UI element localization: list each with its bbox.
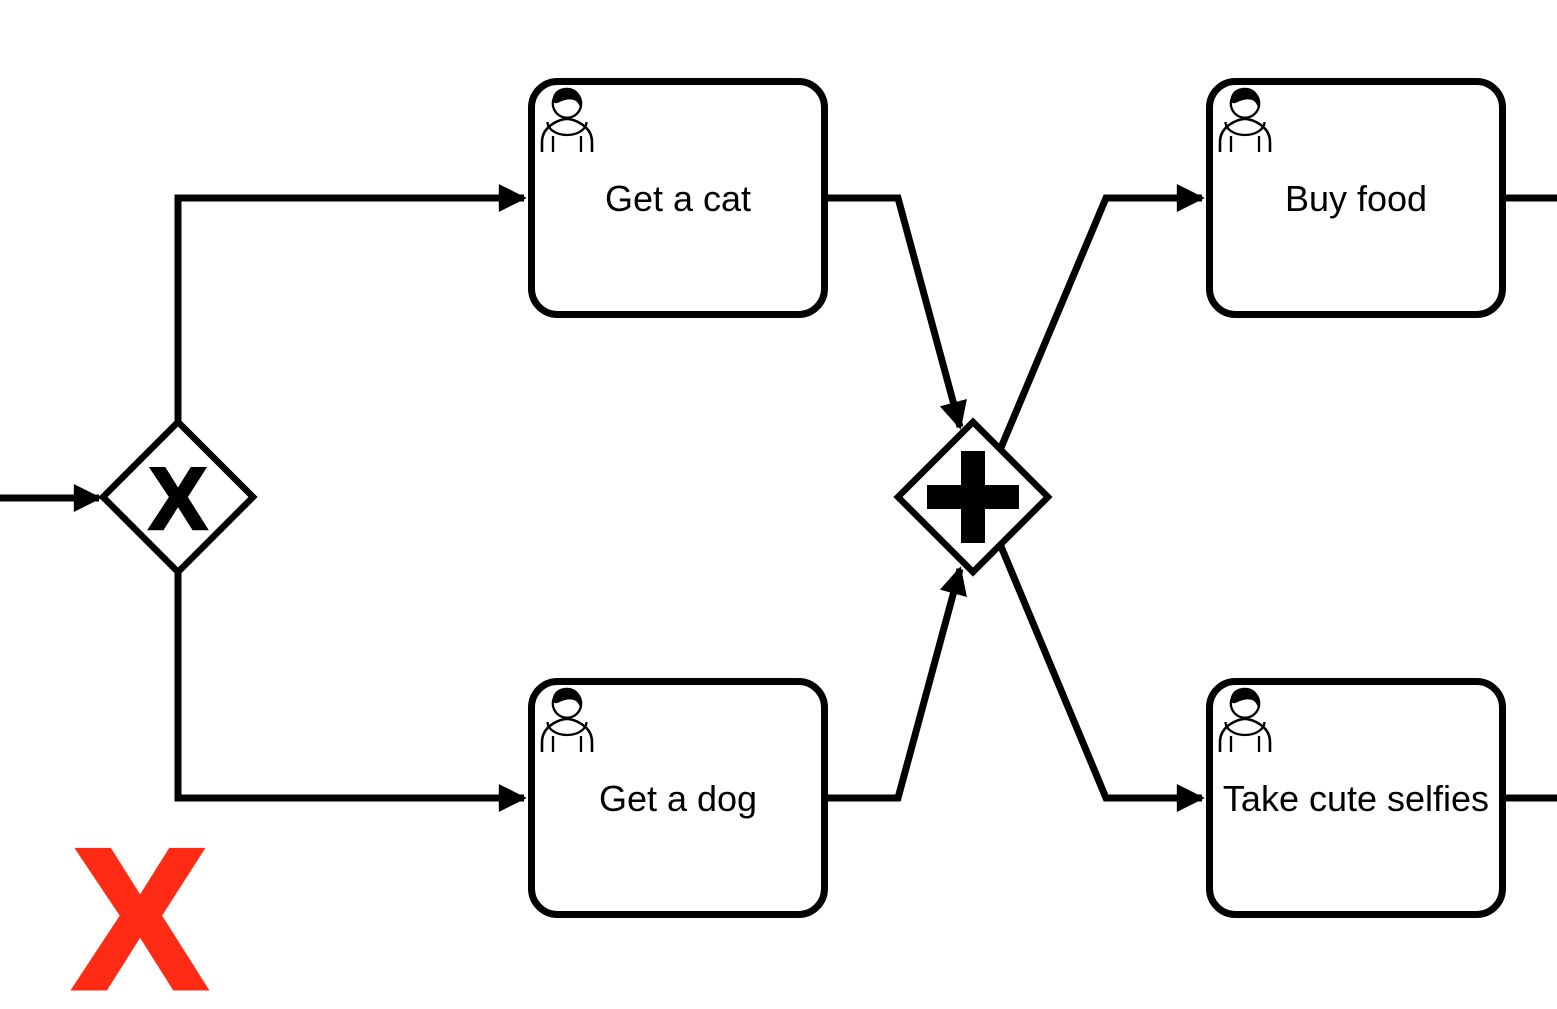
sequence-flow-get-a-cat-to-parallel-gateway[interactable]	[828, 194, 967, 430]
task-shape	[1206, 678, 1506, 918]
exclusive-gateway-shape	[98, 417, 258, 577]
task-label: Get a cat	[605, 178, 751, 219]
parallel-gateway[interactable]	[893, 417, 1053, 577]
task-get-a-cat[interactable]: Get a cat	[528, 78, 828, 318]
task-shape	[528, 678, 828, 918]
task-label: Buy food	[1285, 178, 1427, 219]
task-label: Get a dog	[599, 778, 757, 819]
task-label: Take cute selfies	[1223, 778, 1489, 819]
sequence-flow-exclusive-gateway-to-get-a-dog[interactable]	[174, 569, 527, 812]
parallel-gateway-plus-marker-icon	[927, 451, 1019, 543]
red-x-mark-outline: X	[73, 808, 206, 1009]
task-shape	[528, 78, 828, 318]
task-take-cute-selfies[interactable]: Take cute selfies	[1206, 678, 1506, 918]
task-buy-food[interactable]: Buy food	[1206, 78, 1506, 318]
red-x-mark: X	[73, 808, 206, 1009]
exclusive-gateway-x-marker-icon: X	[149, 449, 208, 548]
task-shape	[1206, 78, 1506, 318]
sequence-flow-parallel-gateway-to-buy-food[interactable]	[996, 184, 1205, 452]
task-get-a-dog[interactable]: Get a dog	[528, 678, 828, 918]
sequence-flow-exclusive-gateway-to-get-a-cat[interactable]	[174, 184, 527, 425]
exclusive-gateway[interactable]: X	[98, 417, 258, 577]
sequence-flow-parallel-gateway-to-take-cute-selfies[interactable]	[996, 542, 1205, 812]
sequence-flow-get-a-dog-to-parallel-gateway[interactable]	[828, 566, 967, 802]
